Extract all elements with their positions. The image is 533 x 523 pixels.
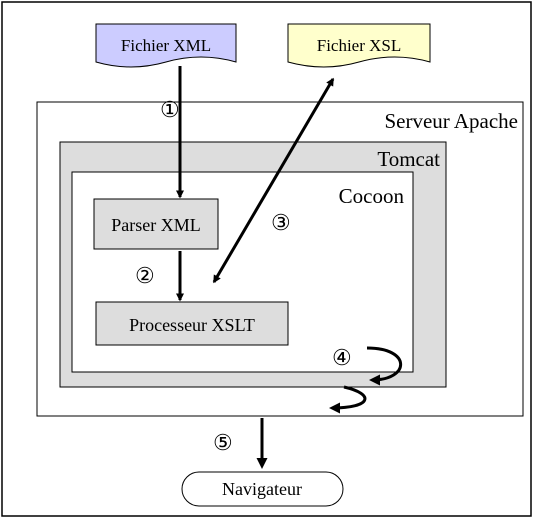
processor-box (95, 301, 289, 346)
step-4-label: ④ (332, 345, 352, 370)
navigator-shape (181, 471, 344, 507)
step-1-label: ① (160, 97, 180, 122)
apache-label: Serveur Apache (384, 109, 518, 133)
curved-arrow-upper (366, 346, 402, 386)
processor-label: Processeur XSLT (129, 315, 255, 335)
tomcat-label: Tomcat (377, 147, 440, 171)
xsl-file-shape (287, 23, 431, 68)
cocoon-label: Cocoon (339, 184, 405, 208)
parser-label: Parser XML (111, 215, 200, 235)
step-2-label: ② (135, 263, 155, 288)
xsl-file-label: Fichier XSL (317, 36, 402, 55)
step-3-label: ③ (271, 210, 291, 235)
arrow-xsl-processor (212, 77, 335, 284)
parser-box (93, 198, 219, 250)
xml-file-shape (95, 23, 237, 68)
step-5-label: ⑤ (213, 430, 233, 455)
navigator-label: Navigateur (222, 479, 302, 499)
curved-arrow-lower (329, 385, 367, 414)
xml-file-label: Fichier XML (121, 36, 211, 55)
